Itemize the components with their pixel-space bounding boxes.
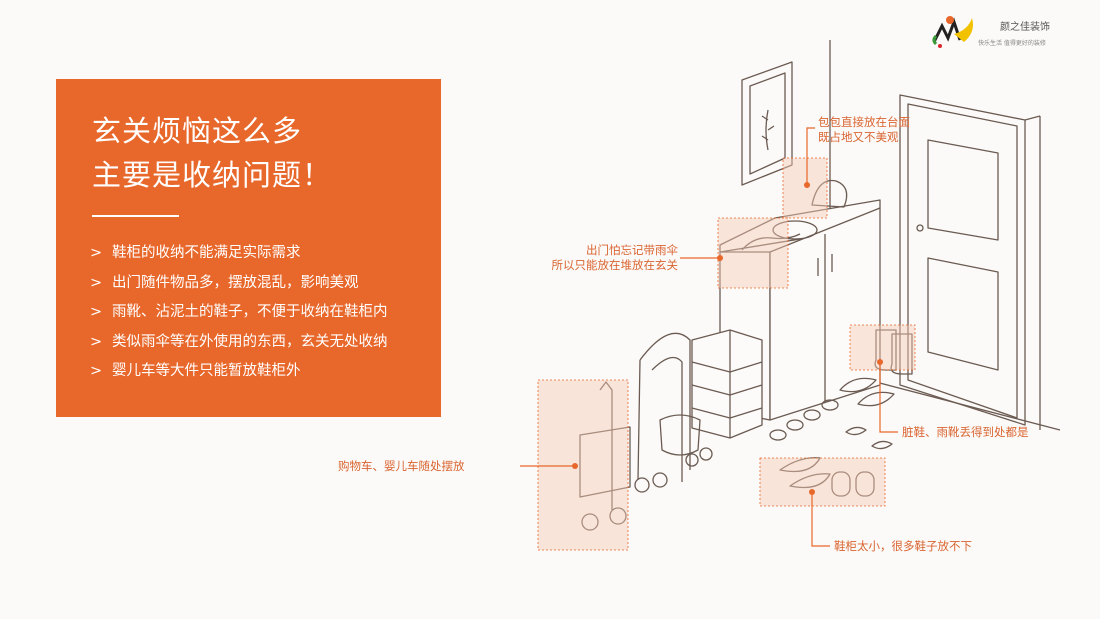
umbrella [741, 233, 801, 251]
list-item-text: 婴儿车等大件只能暂放鞋柜外 [112, 363, 301, 379]
chevron-right-icon: > [90, 304, 103, 320]
umbrella-annotation-line-1: 出门怕忘记带雨伞 [586, 243, 678, 257]
boots-leader [879, 362, 898, 433]
brand-slogan: 快乐生活 值得更好的装修 [978, 40, 1046, 47]
list-item: > 婴儿车等大件只能暂放鞋柜外 [90, 357, 388, 387]
shoe-cabinet-annotation: 鞋柜太小，很多鞋子放不下 [834, 539, 972, 553]
chevron-right-icon: > [90, 333, 103, 350]
shoes-leader [811, 492, 830, 547]
title-divider [92, 215, 179, 217]
title-line-1: 玄关烦恼这么多 [92, 114, 303, 148]
chevron-right-icon: > [90, 274, 103, 291]
brand-logo-icon [932, 16, 973, 48]
storage-boxes [691, 329, 763, 439]
list-item-text: 出门随件物品多，摆放混乱，影响美观 [112, 274, 359, 291]
shoes-row [769, 399, 839, 441]
shoes-highlight [759, 457, 886, 507]
entry-door [899, 94, 1041, 430]
list-item: > 鞋柜的收纳不能满足实际需求 [90, 239, 388, 269]
chevron-right-icon: > [90, 245, 103, 261]
shopping-cart [579, 381, 631, 531]
bag-annotation: 包包直接放在台面 既占地又不美观 [818, 115, 910, 145]
bag-highlight [782, 157, 828, 219]
cart-annotation: 购物车、婴儿车随处摆放 [338, 459, 465, 473]
bag-leader [806, 127, 815, 185]
baby-stroller [634, 332, 713, 493]
umbrella-annotation-line-2: 所以只能放在堆放在玄关 [551, 258, 679, 272]
bag-annotation-line-2: 既占地又不美观 [818, 130, 899, 144]
list-item: > 雨靴、沾泥土的鞋子，不便于收纳在鞋柜内 [90, 298, 388, 328]
brand-name: 颜之佳装饰 [1000, 22, 1050, 33]
list-item: > 类似雨伞等在外使用的东西，玄关无处收纳 [90, 328, 388, 358]
list-item-text: 雨靴、沾泥土的鞋子，不便于收纳在鞋柜内 [112, 304, 388, 320]
umbrella-annotation: 出门怕忘记带雨伞 所以只能放在堆放在玄关 [552, 243, 679, 273]
list-item-text: 类似雨伞等在外使用的东西，玄关无处收纳 [112, 333, 388, 350]
cart-highlight [537, 379, 629, 551]
chevron-right-icon: > [90, 363, 103, 379]
entryway-illustration [520, 40, 1061, 551]
list-item-text: 鞋柜的收纳不能满足实际需求 [112, 245, 301, 261]
hat [772, 220, 818, 240]
bag-annotation-line-1: 包包直接放在台面 [818, 115, 910, 129]
umbrella-highlight [717, 217, 789, 289]
list-item: > 出门随件物品多，摆放混乱，影响美观 [90, 269, 388, 299]
title-line-2: 主要是收纳问题！ [92, 158, 333, 192]
problem-list: > 鞋柜的收纳不能满足实际需求 > 出门随件物品多，摆放混乱，影响美观 > 雨靴、沾泥… [90, 239, 388, 387]
handbag [811, 179, 848, 208]
dirty-shoes-annotation: 脏鞋、雨靴丢得到处都是 [902, 425, 1029, 439]
panel-title: 玄关烦恼这么多 主要是收纳问题！ [92, 109, 332, 197]
problem-panel: 玄关烦恼这么多 主要是收纳问题！ > 鞋柜的收纳不能满足实际需求 > 出门随件物品多… [56, 79, 441, 417]
